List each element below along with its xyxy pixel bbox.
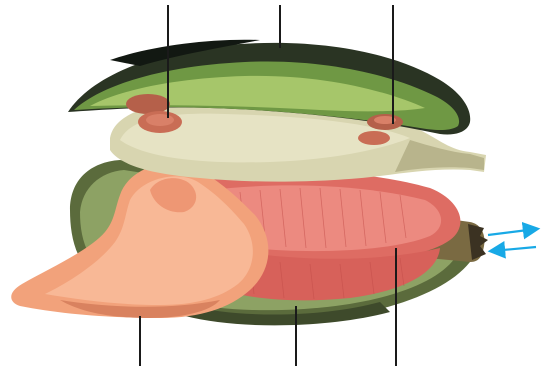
outflow-arrow	[492, 247, 536, 251]
inflow-arrow	[488, 229, 536, 235]
water-flow-arrows	[488, 229, 536, 251]
